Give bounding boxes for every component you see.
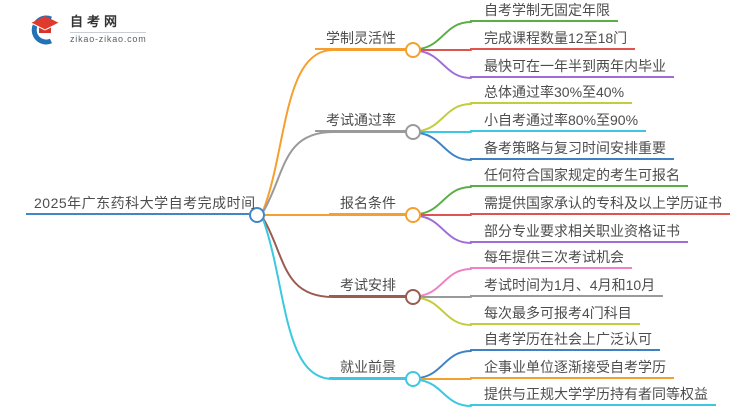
leaf-node: 最快可在一年半到两年内毕业 [470, 56, 674, 78]
connector-leaf [418, 132, 472, 161]
branch-node-circle [405, 289, 421, 305]
connector-branch-prospects [262, 218, 408, 380]
leaf-node: 总体通过率30%至40% [470, 82, 633, 104]
connector-leaf [418, 268, 472, 297]
connector-leaf [418, 50, 472, 79]
connector-leaf [418, 186, 472, 215]
connector-leaf [418, 215, 472, 244]
logo-divider [70, 32, 146, 33]
site-logo[interactable]: 自考网 zikao-zikao.com [28, 12, 147, 46]
branch-node-circle [405, 124, 421, 140]
leaf-node: 自考学制无固定年限 [470, 0, 618, 22]
connector-branch-schedule [262, 217, 408, 298]
branch-node-schedule: 考试安排 [329, 275, 407, 297]
leaf-node: 备考策略与复习时间安排重要 [470, 138, 674, 160]
logo-text: 自考网 zikao-zikao.com [70, 14, 147, 44]
leaf-node: 任何符合国家规定的考生可报名 [470, 165, 688, 187]
leaf-node: 考试时间为1月、4月和10月 [470, 275, 664, 297]
root-node: 2025年广东药科大学自考完成时间 [26, 193, 255, 215]
leaf-node: 小自考通过率80%至90% [470, 110, 647, 132]
leaf-node: 完成课程数量12至18门 [470, 28, 636, 50]
connector-leaf [418, 21, 472, 50]
branch-node-passrate: 考试通过率 [315, 110, 407, 132]
leaf-node: 提供与正规大学学历持有者同等权益 [470, 384, 716, 406]
graduation-cap-crescent-icon [30, 15, 60, 45]
leaf-node: 每年提供三次考试机会 [470, 247, 632, 269]
leaf-node: 需提供国家承认的专科及以上学历证书 [470, 193, 730, 215]
connector-branch-flexibility [262, 49, 408, 212]
root-node-circle [249, 207, 265, 223]
branch-node-prospects: 就业前景 [329, 357, 407, 379]
branch-node-circle [405, 371, 421, 387]
connector-branch-passrate [262, 131, 408, 213]
branch-node-flexibility: 学制灵活性 [315, 28, 407, 50]
connector-leaf [418, 103, 472, 132]
site-url: zikao-zikao.com [70, 34, 147, 44]
leaf-node: 自考学历在社会上广泛认可 [470, 329, 660, 351]
connector-leaf [418, 297, 472, 326]
connector-leaf [418, 350, 472, 379]
site-name: 自考网 [70, 14, 122, 29]
leaf-node: 企事业单位逐渐接受自考学历 [470, 357, 674, 379]
branch-node-circle [405, 207, 421, 223]
branch-node-conditions: 报名条件 [329, 193, 407, 215]
leaf-node: 部分专业要求相关职业资格证书 [470, 221, 688, 243]
connector-leaf [418, 379, 472, 407]
leaf-node: 每次最多可报考4门科目 [470, 303, 640, 325]
branch-node-circle [405, 42, 421, 58]
